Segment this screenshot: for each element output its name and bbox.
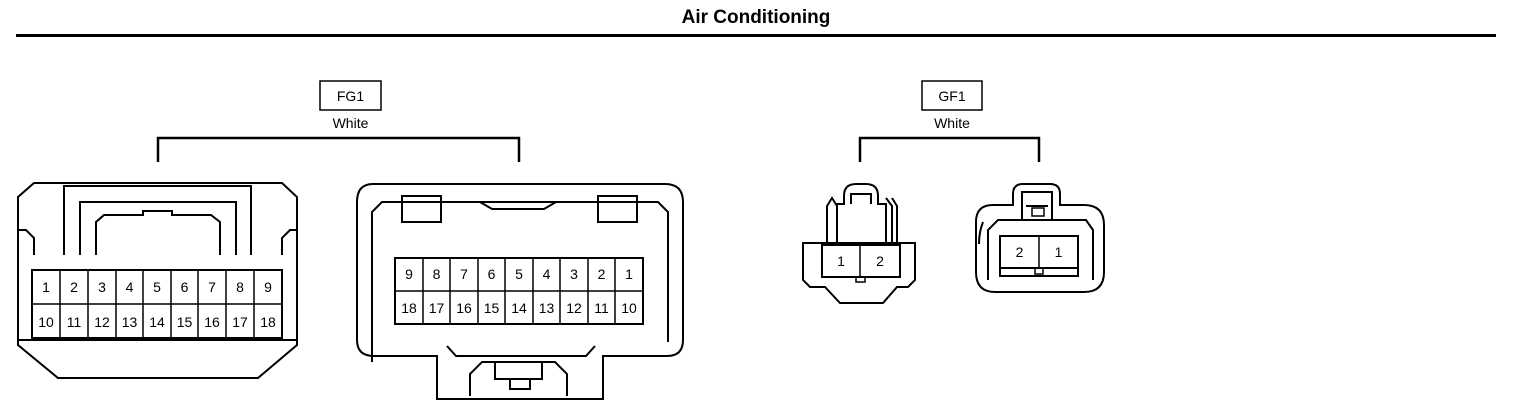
- fg1-female-pin-grid: [395, 258, 643, 324]
- gf1-female-pin-label: 2: [1016, 244, 1024, 260]
- fg1-connector-color: White: [333, 115, 369, 131]
- fg1-male-pin-label: 7: [208, 279, 216, 295]
- gf1-male-lock-inner: [850, 193, 872, 204]
- fg1-male-housing: [17, 182, 298, 379]
- gf1-female-inner-wall: [987, 219, 1094, 280]
- fg1-female-pin-label: 9: [405, 266, 413, 282]
- fg1-female-pin-label: 3: [570, 266, 578, 282]
- fg1-male-pin-label: 16: [204, 314, 220, 330]
- gf1-male-housing: [802, 242, 916, 304]
- fg1-female-pin-label: 14: [511, 300, 527, 316]
- fg1-female-key-left: [401, 195, 442, 223]
- fg1-label-box: [319, 80, 382, 111]
- fg1-male-pin-label: 9: [264, 279, 272, 295]
- fg1-female-top-slot: [480, 201, 556, 210]
- gf1-male-side-posts: [826, 196, 898, 243]
- fg1-male-pin-label: 17: [232, 314, 248, 330]
- gf1-female-key: [1034, 267, 1044, 275]
- gf1-connector-id: GF1: [938, 88, 965, 104]
- fg1-female-pin-label: 2: [598, 266, 606, 282]
- fg1-male-pin-label: 6: [181, 279, 189, 295]
- gf1-female-top-lock: [1021, 191, 1053, 220]
- fg1-male-pin-label: 2: [70, 279, 78, 295]
- title-divider: [16, 34, 1496, 37]
- fg1-male-pin-grid: [32, 270, 282, 338]
- fg1-male-latch-bar: [95, 210, 221, 255]
- fg1-female-pin-label: 11: [594, 300, 609, 316]
- gf1-male-pin-label: 2: [876, 253, 884, 269]
- gf1-male-top-lock: [836, 183, 887, 243]
- fg1-female-housing: [356, 183, 684, 400]
- fg1-male-connector: [17, 182, 298, 379]
- fg1-female-key-right: [597, 195, 638, 223]
- gf1-female-lock-tab: [1031, 207, 1045, 217]
- fg1-male-pin-label: 10: [38, 314, 54, 330]
- fg1-female-latch: [469, 361, 568, 396]
- fg1-female-pin-label: 5: [515, 266, 523, 282]
- fg1-female-pin-label: 13: [539, 300, 555, 316]
- gf1-female-housing: [975, 183, 1105, 293]
- fg1-male-pin-label: 11: [67, 314, 82, 330]
- fg1-male-pin-label: 4: [126, 279, 134, 295]
- fg1-male-pin-label: 14: [149, 314, 165, 330]
- fg1-male-side-steps: [18, 229, 297, 255]
- fg1-female-pin-label: 10: [621, 300, 637, 316]
- fg1-female-pin-label: 1: [625, 266, 633, 282]
- fg1-male-pin-label: 13: [122, 314, 138, 330]
- gf1-male-pin-block: [821, 244, 901, 278]
- fg1-male-latch-outer: [63, 185, 252, 255]
- gf1-label-group: GF1 White: [858, 80, 1041, 162]
- gf1-label-box: [921, 80, 983, 111]
- fg1-connector-id: FG1: [337, 88, 364, 104]
- gf1-female-connector: [975, 183, 1105, 293]
- fg1-male-pin-label: 3: [98, 279, 106, 295]
- fg1-female-pin-label: 6: [488, 266, 496, 282]
- fg1-male-latch-inner: [79, 201, 237, 255]
- gf1-male-connector: [802, 183, 916, 304]
- fg1-male-pin-label: 5: [153, 279, 161, 295]
- fg1-female-pin-label: 15: [484, 300, 500, 316]
- fg1-bracket: [156, 136, 521, 162]
- gf1-female-side-lip: [978, 221, 984, 245]
- fg1-female-pin-label: 7: [460, 266, 468, 282]
- gf1-male-pin-label: 1: [837, 253, 845, 269]
- fg1-female-pin-label: 8: [433, 266, 441, 282]
- fg1-female-bottom-guide: [446, 345, 596, 357]
- fg1-female-pin-label: 18: [401, 300, 417, 316]
- gf1-female-pin-label: 1: [1055, 244, 1063, 260]
- gf1-connector-color: White: [934, 115, 970, 131]
- fg1-female-pin-label: 12: [566, 300, 582, 316]
- fg1-female-pin-label: 16: [456, 300, 472, 316]
- fg1-male-pin-label: 8: [236, 279, 244, 295]
- gf1-female-bottom-rail: [999, 268, 1079, 277]
- pin-labels: 1 2 3 4 5 6 7 8 9 10 11 12 13 14 15 16 1…: [38, 244, 1062, 330]
- gf1-male-key: [855, 276, 866, 283]
- fg1-female-pin-label: 17: [429, 300, 445, 316]
- fg1-female-pin-label: 4: [543, 266, 551, 282]
- fg1-female-inner-wall: [371, 201, 669, 362]
- page-title: Air Conditioning: [681, 7, 831, 28]
- fg1-label-group: FG1 White: [156, 80, 521, 162]
- fg1-male-pin-label: 18: [260, 314, 276, 330]
- fg1-male-pin-label: 1: [42, 279, 50, 295]
- gf1-bracket: [858, 136, 1041, 162]
- fg1-male-pin-label: 15: [177, 314, 193, 330]
- fg1-male-pin-label: 12: [94, 314, 110, 330]
- fg1-female-connector: [356, 183, 684, 400]
